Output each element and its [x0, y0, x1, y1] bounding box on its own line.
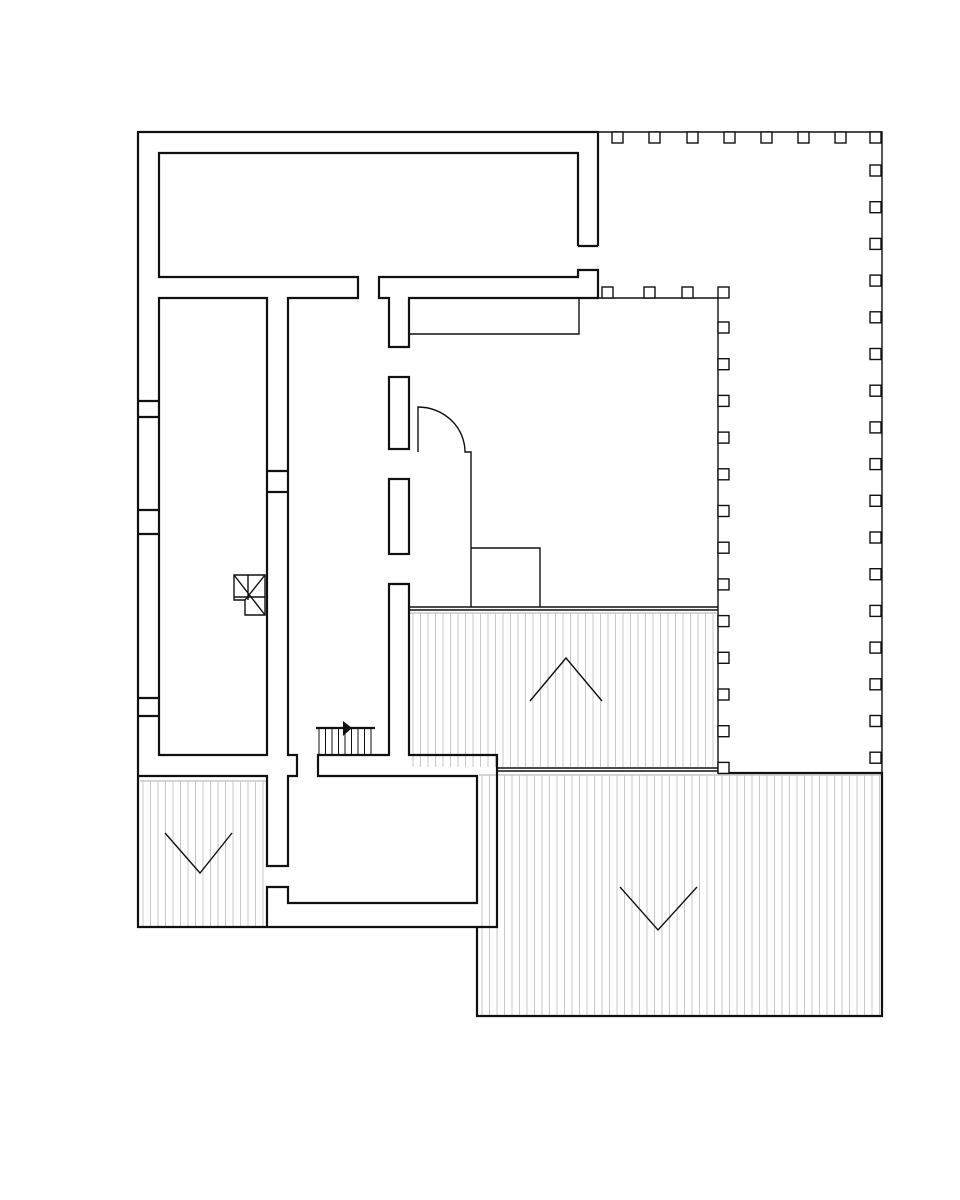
column [869, 384, 882, 397]
column [717, 394, 730, 408]
column [717, 688, 730, 701]
column [869, 457, 882, 471]
column [717, 541, 730, 554]
column [869, 531, 882, 544]
column [869, 421, 882, 434]
terrace-bottom-right-outline [475, 771, 884, 1018]
top-room-inner-wall [138, 151, 598, 868]
stair-icon [316, 721, 375, 755]
column [869, 164, 882, 177]
column [686, 131, 699, 144]
column [869, 714, 882, 728]
window-openings [138, 399, 288, 718]
column [717, 321, 730, 334]
column [869, 751, 882, 764]
column [834, 131, 847, 144]
column [869, 274, 882, 287]
terrace-bottom-left-hatching [140, 780, 266, 926]
slope-arrow-down [164, 832, 233, 875]
column [869, 568, 882, 581]
column [648, 131, 661, 144]
column [717, 286, 730, 299]
column [717, 468, 730, 481]
stair-arrow-icon [343, 721, 352, 736]
column [869, 641, 882, 654]
column [681, 286, 694, 299]
column [869, 678, 882, 691]
corridor-wall-right [377, 268, 600, 349]
terrace-middle-hatching [410, 612, 717, 767]
slope-arrow-down [619, 886, 698, 932]
door-swing-icon [417, 406, 472, 607]
outer-wall [136, 130, 600, 929]
spiral-stair-icon [233, 574, 266, 616]
terrace-bottom-right-hatching [479, 774, 881, 1015]
column [717, 725, 730, 738]
pavilion-outline [598, 131, 883, 773]
columns [601, 131, 882, 775]
built-in-cabinet [409, 298, 580, 335]
column [723, 131, 736, 144]
column [717, 651, 730, 664]
column [760, 131, 773, 144]
column [611, 131, 624, 144]
column [797, 131, 810, 144]
column [717, 504, 730, 518]
column [869, 131, 882, 144]
column [601, 286, 614, 299]
left-room-wall [157, 296, 269, 757]
column [869, 604, 882, 618]
terrace-middle-outline [409, 606, 718, 772]
column [717, 761, 730, 775]
column [717, 358, 730, 371]
wall-pier [387, 477, 411, 556]
slope-arrow-up [529, 656, 603, 702]
column [869, 494, 882, 507]
column [643, 286, 656, 299]
room-partition [471, 547, 541, 607]
column [717, 431, 730, 444]
column [869, 311, 882, 324]
wall-pier [387, 375, 411, 451]
column [869, 200, 882, 214]
column [717, 578, 730, 591]
column [717, 614, 730, 628]
column [869, 347, 882, 361]
column [869, 237, 882, 251]
